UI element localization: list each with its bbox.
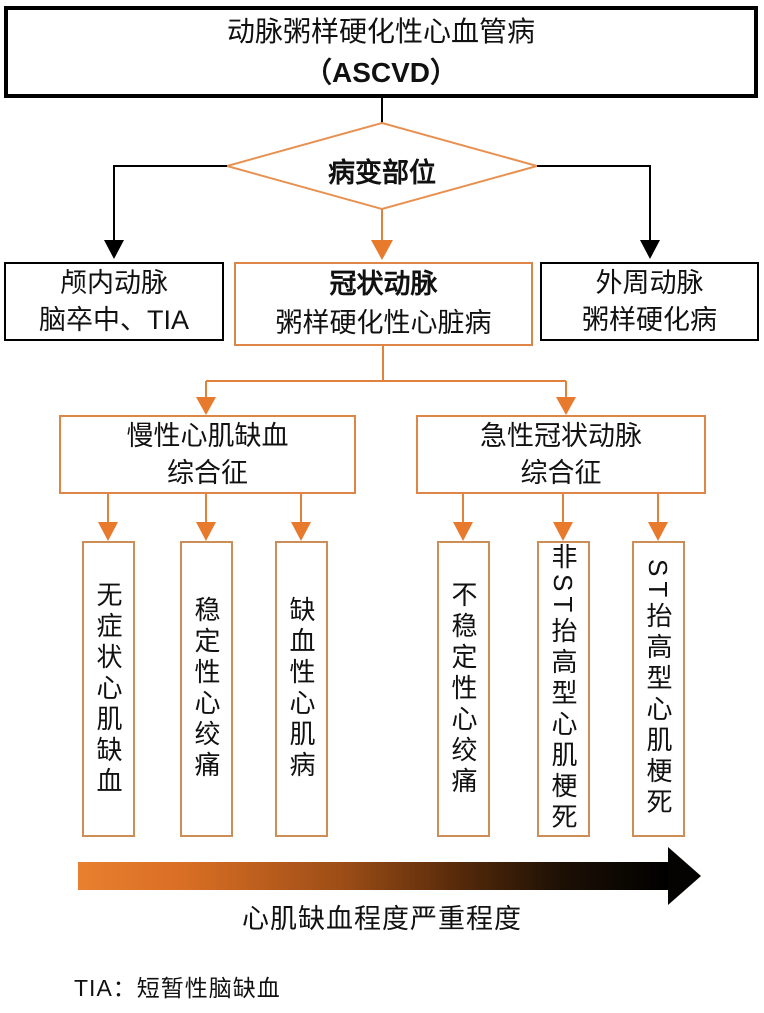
leaf-stable-angina: 稳定性心绞痛 [180, 541, 233, 837]
node-chronic-myocardial-ischemia-syndrome: 慢性心肌缺血 综合征 [59, 415, 356, 494]
node-intracranial-line1: 颅内动脉 [60, 267, 168, 298]
node-peripheral-line1: 外周动脉 [595, 267, 704, 298]
leaf-arrowheads [98, 522, 668, 541]
severity-axis-label: 心肌缺血程度严重程度 [242, 904, 522, 934]
severity-arrow-shaft [78, 862, 669, 890]
node-acute-line2: 综合征 [520, 457, 602, 488]
leaf-connectors [107, 494, 659, 523]
black-arrowhead-left-icon [104, 240, 124, 259]
node-intracranial-line2: 脑卒中、TIA [38, 304, 189, 335]
black-arrowhead-right-icon [640, 240, 660, 259]
severity-arrowhead-icon [668, 847, 701, 905]
orange-arrowhead-acute-icon [556, 397, 576, 415]
node-peripheral-artery: 外周动脉 粥样硬化病 [540, 262, 759, 341]
node-chronic-line1: 慢性心肌缺血 [126, 420, 289, 451]
leaf-ischemic-cardiomyopathy: 缺血性心肌病 [275, 541, 328, 837]
node-intracranial-artery: 颅内动脉 脑卒中、TIA [4, 262, 224, 341]
node-ascvd-root-line1: 动脉粥样硬化性心血管病 [226, 16, 535, 47]
node-coronary-line1: 冠状动脉 [329, 269, 438, 299]
tia-footnote: TIA：短暂性脑缺血 [74, 975, 281, 1001]
connector-decision-to-peripheral [537, 165, 651, 240]
leaf-stemi: ST抬高型心肌梗死 [632, 541, 685, 837]
connector-decision-to-intracranial [113, 165, 227, 240]
node-coronary-artery: 冠状动脉 粥样硬化性心脏病 [234, 262, 533, 346]
node-chronic-line2: 综合征 [167, 457, 248, 488]
leaf-asymptomatic-myocardial-ischemia: 无症状心肌缺血 [82, 541, 135, 837]
node-acute-coronary-syndrome: 急性冠状动脉 综合征 [416, 415, 706, 494]
connector-coronary-tree [205, 346, 567, 398]
leaf-unstable-angina: 不稳定性心绞痛 [437, 541, 490, 837]
node-acute-line1: 急性冠状动脉 [480, 420, 642, 451]
node-ascvd-root-line2: （ASCVD） [303, 57, 458, 88]
leaf-nstemi: 非ST抬高型心肌梗死 [537, 541, 590, 837]
node-coronary-line2: 粥样硬化性心脏病 [275, 308, 492, 338]
node-peripheral-line2: 粥样硬化病 [582, 304, 717, 335]
node-ascvd-root: 动脉粥样硬化性心血管病 （ASCVD） [4, 6, 758, 98]
decision-lesion-site-label: 病变部位 [328, 158, 436, 188]
orange-arrowhead-center-icon [371, 240, 393, 260]
orange-arrowhead-chronic-icon [196, 397, 216, 415]
